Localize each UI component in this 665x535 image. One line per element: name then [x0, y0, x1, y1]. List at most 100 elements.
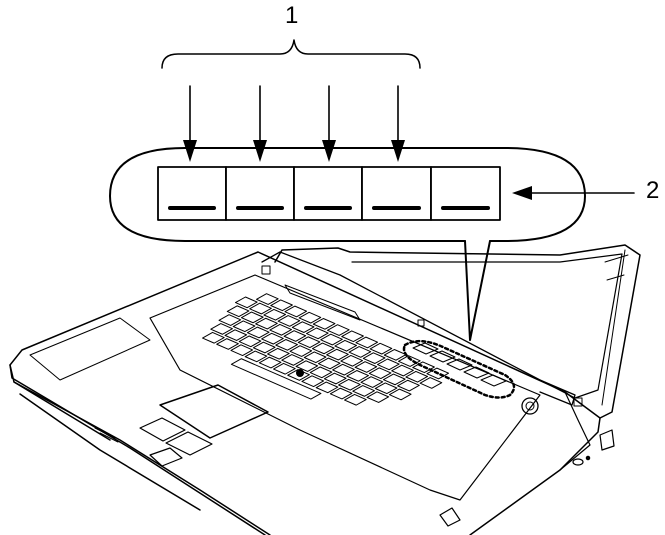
magnified-button-2 [225, 166, 295, 221]
screen-hatch [604, 254, 629, 281]
keyboard-key [258, 356, 282, 369]
keyboard-key [235, 296, 258, 309]
keyboard-key [354, 361, 378, 373]
keyboard-key [218, 314, 242, 326]
laptop-screen [261, 244, 641, 419]
laptop-body [9, 251, 615, 535]
laptop-front-edge [9, 364, 266, 535]
keyboard-key [368, 367, 392, 380]
touchpad [159, 384, 269, 439]
keyboard-key [244, 350, 268, 363]
callout-1-brace [161, 39, 421, 69]
front-latch [439, 507, 461, 527]
keyboard-key [249, 302, 272, 315]
keyboard-key [226, 305, 250, 318]
power-button [521, 397, 539, 415]
space-bar [230, 358, 322, 400]
keyboard-key [344, 393, 367, 406]
callout-number-1: 1 [285, 2, 299, 29]
keyboard-key [301, 375, 325, 388]
touchpad-right-button [165, 431, 213, 456]
lid-latch-right [573, 397, 583, 407]
keyboard-key [366, 391, 390, 403]
keyboard-key [362, 352, 386, 364]
fingerprint-reader [149, 447, 183, 467]
keyboard-key [398, 355, 421, 367]
keyboard-key [419, 377, 443, 389]
keyboard-key [202, 331, 225, 344]
keyboard-key [273, 362, 296, 375]
keyboard-key [291, 321, 315, 333]
keyboard-key [334, 339, 358, 352]
magnified-button-1 [157, 166, 227, 221]
palm-rest-edge [29, 317, 151, 381]
keyboard-key [348, 346, 372, 358]
screen-inner [351, 253, 623, 399]
keyboard-key [341, 330, 364, 343]
highlight-dashed-outline [402, 339, 516, 399]
keyboard-key [284, 305, 308, 318]
callout-1-arrowheads [183, 140, 405, 162]
keyboard-key [252, 341, 276, 354]
side-led [572, 458, 584, 466]
magnifier-pointer [464, 240, 491, 341]
keyboard-key [309, 366, 333, 379]
side-port [599, 429, 615, 451]
keyboard-key [338, 378, 361, 391]
keyboard-key [332, 363, 355, 376]
webcam-indicator [417, 319, 425, 327]
keyboard-key [340, 354, 364, 367]
trackpoint [296, 369, 304, 377]
keyboard-keys [202, 293, 450, 406]
keyboard-key [306, 327, 329, 340]
keyboard-key [383, 349, 407, 361]
keyboard-key [246, 326, 270, 339]
power-button-inner [525, 401, 535, 411]
side-dot [585, 455, 591, 461]
screen-edge [601, 249, 626, 406]
keyboard-key [369, 342, 393, 355]
screen-outer [274, 244, 641, 419]
keyboard-key [270, 299, 293, 312]
keyboard-key [238, 335, 262, 348]
keyboard-key [216, 338, 239, 350]
keyboard-key [267, 347, 290, 360]
keyboard-key [224, 329, 248, 341]
keyboard-key [289, 345, 313, 357]
keyboard-key [312, 318, 336, 330]
keyboard-key [326, 348, 349, 361]
keyboard-key [295, 360, 319, 372]
keyboard-key [323, 372, 347, 385]
magnified-button-4 [361, 166, 432, 221]
keyboard-key [405, 370, 429, 383]
highlight-buttons [412, 342, 507, 387]
keyboard-key [283, 330, 307, 342]
keyboard-bezel [149, 274, 541, 501]
magnified-button-5 [430, 166, 501, 221]
keyboard-key [360, 376, 384, 388]
keyboard-key [210, 323, 233, 335]
laptop-deck-right [559, 391, 591, 471]
keyboard-key [327, 324, 350, 336]
keyboard-key [303, 351, 327, 364]
keyboard-key [230, 344, 254, 357]
keyboard-key [298, 311, 322, 324]
keyboard-key [352, 385, 375, 397]
keyboard-key [374, 382, 398, 395]
keyboard-key [391, 364, 414, 377]
callout-number-2: 2 [646, 177, 660, 204]
keyboard-key [275, 339, 298, 351]
keyboard-key [256, 293, 279, 305]
keyboard-key [329, 387, 353, 400]
keyboard-key [277, 315, 301, 327]
keyboard-key [240, 311, 264, 324]
touchpad-left-button [139, 417, 186, 442]
lid-latch-left [261, 265, 271, 275]
keyboard-key [263, 308, 287, 321]
keyboard-key [261, 332, 284, 345]
magnified-button-3 [293, 166, 363, 221]
keyboard-key [269, 323, 293, 336]
keyboard-key [320, 333, 343, 346]
keyboard-key [317, 357, 341, 370]
